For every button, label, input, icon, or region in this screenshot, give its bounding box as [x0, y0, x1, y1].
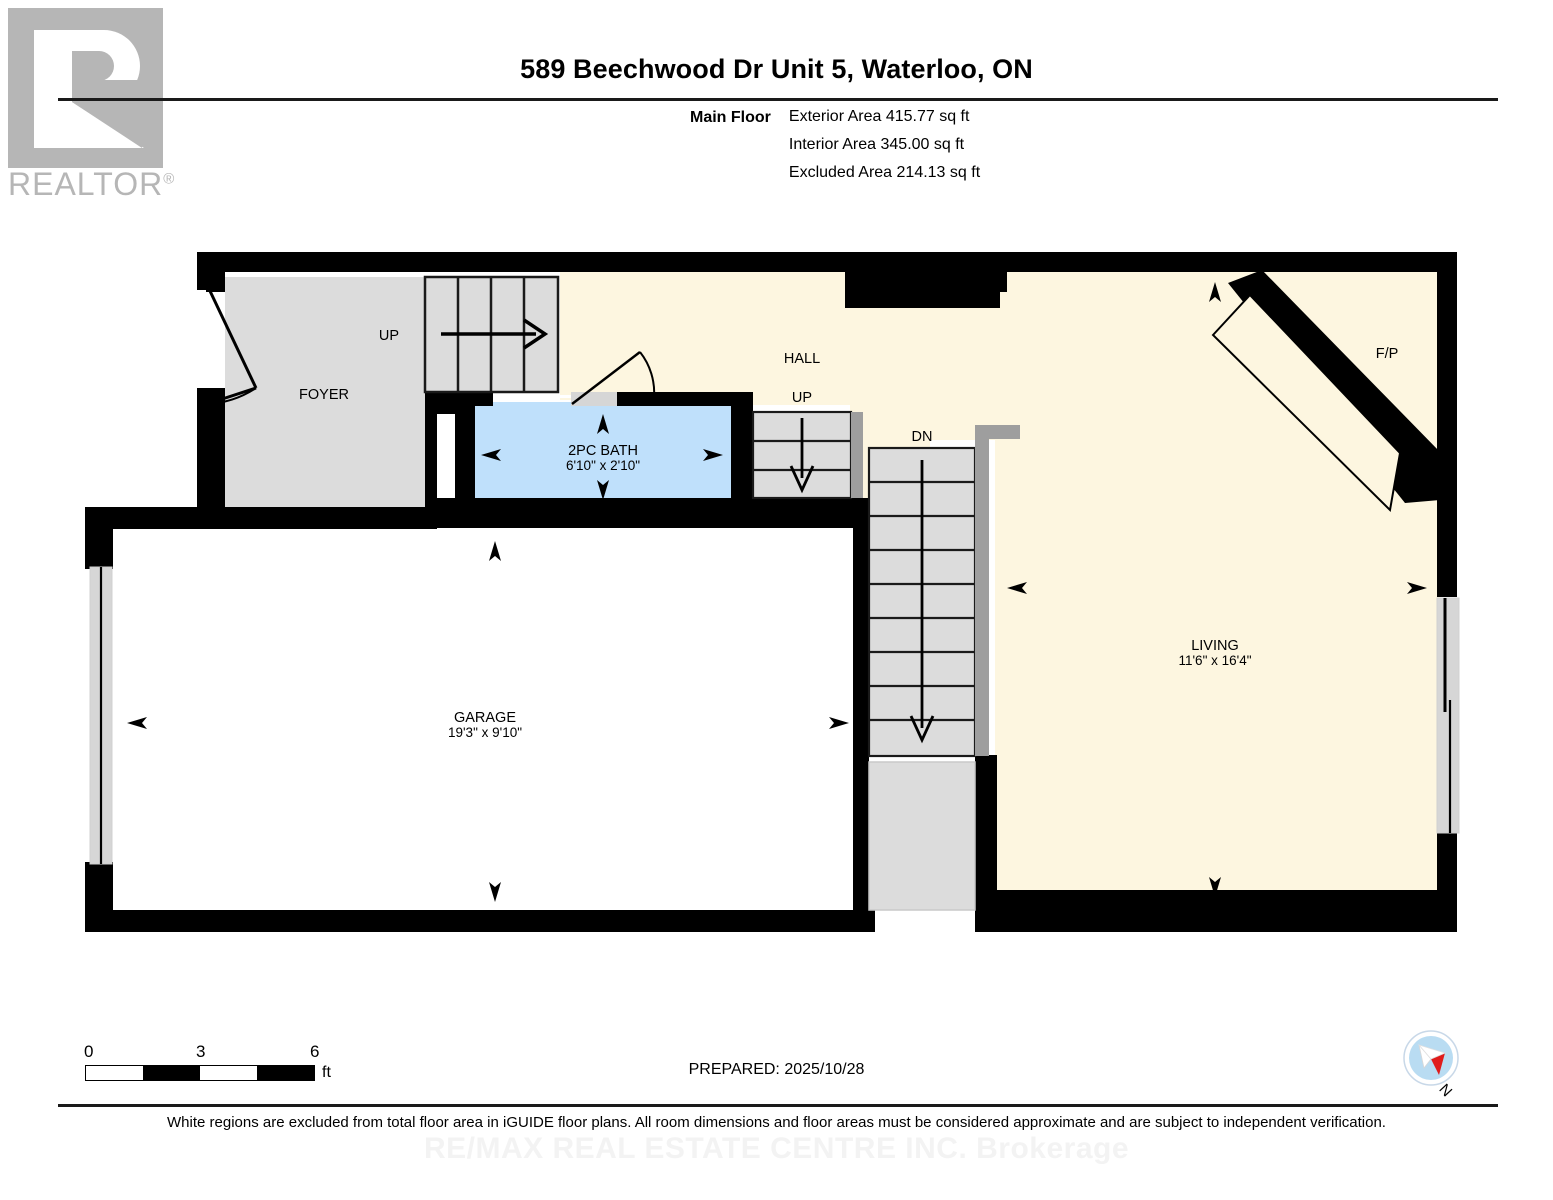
room-label-living: LIVING: [1191, 638, 1239, 654]
scale-label-6: 6: [310, 1042, 320, 1061]
realtor-logo-text: REALTOR®: [8, 166, 175, 203]
stairs-hall-up: [751, 410, 863, 500]
garage-door-window: [89, 566, 113, 865]
realtor-logo-r-counter: [72, 51, 114, 81]
room-dims-bath: 6'10" x 2'10": [566, 458, 640, 473]
scale-unit-label: ft: [322, 1064, 331, 1081]
room-label-foyer: FOYER: [299, 387, 349, 403]
room-fill-garage: [113, 527, 865, 910]
prepared-date: PREPARED: 2025/10/28: [688, 1061, 865, 1078]
stair-down-label: DN: [912, 429, 933, 445]
realtor-logo: REALTOR®: [8, 8, 188, 203]
area-lines: Exterior Area 415.77 sq ft Interior Area…: [781, 108, 980, 182]
foyer-entry-door: [206, 290, 258, 406]
living-sliding-door: [1436, 597, 1460, 834]
scale-bar: [85, 1065, 315, 1081]
scale-label-3: 3: [196, 1042, 206, 1061]
disclaimer-text: White regions are excluded from total fl…: [167, 1114, 1386, 1131]
footer-divider: [58, 1104, 1498, 1107]
scale-segment: [200, 1066, 257, 1080]
brokerage-watermark: RE/MAX REAL ESTATE CENTRE INC. Brokerage: [423, 1132, 1130, 1165]
room-dims-garage: 19'3" x 9'10": [448, 725, 522, 740]
area-summary: Main Floor Exterior Area 415.77 sq ft In…: [690, 108, 980, 182]
scale-segment: [86, 1066, 143, 1080]
room-label-bath: 2PC BATH: [568, 443, 638, 459]
scale-segment: [257, 1066, 314, 1080]
exterior-area: Exterior Area 415.77 sq ft: [788, 108, 970, 125]
room-fill-hall-living: [560, 270, 1440, 905]
header-divider: [58, 98, 1498, 101]
dimension-arrows: [127, 282, 1427, 902]
scale-label-0: 0: [84, 1042, 94, 1061]
stairs-foyer-up: [423, 275, 560, 394]
room-dims-living: 11'6" x 16'4": [1178, 653, 1251, 668]
page-title: 589 Beechwood Dr Unit 5, Waterloo, ON: [520, 54, 1033, 84]
stairs-hall-down: [867, 425, 1020, 911]
registered-trademark-icon: ®: [163, 170, 176, 188]
room-fill-foyer: [225, 277, 425, 507]
scale-segment: [143, 1066, 200, 1080]
bath-door: [571, 351, 656, 406]
floor-label: Main Floor: [690, 109, 771, 126]
fireplace-hearth: [1211, 293, 1402, 513]
realtor-wordmark: REALTOR: [8, 166, 164, 202]
stair-up-foyer-label: UP: [379, 328, 399, 344]
realtor-logo-r-stem: [34, 30, 72, 148]
compass-rose: N: [1400, 1028, 1466, 1100]
room-label-garage: GARAGE: [454, 710, 516, 726]
excluded-area: Excluded Area 214.13 sq ft: [788, 164, 981, 181]
room-label-hall: HALL: [784, 351, 820, 367]
stair-up-hall-label: UP: [792, 390, 812, 406]
interior-area: Interior Area 345.00 sq ft: [788, 136, 965, 153]
fireplace-label: F/P: [1376, 346, 1399, 362]
